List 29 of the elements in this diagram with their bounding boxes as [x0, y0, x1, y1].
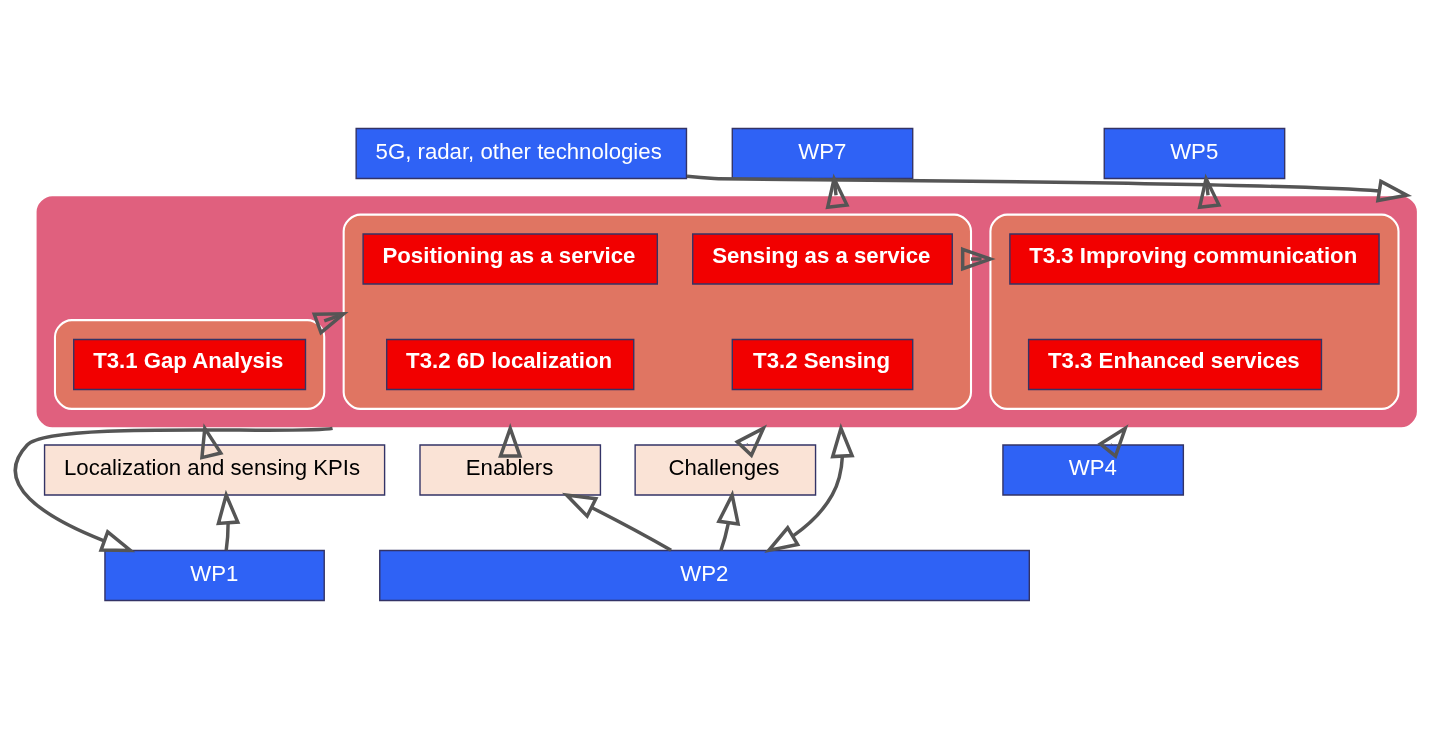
- arrow: [825, 173, 850, 210]
- arrow: [686, 174, 1412, 203]
- node-box: WP2: [379, 549, 1030, 602]
- arrow: [716, 489, 741, 551]
- arrow: [1197, 173, 1222, 210]
- arrow: [1097, 424, 1129, 459]
- arrow: [764, 423, 855, 554]
- node-box: T3.2 Sensing: [731, 338, 914, 391]
- node-box: WP5: [1103, 127, 1286, 180]
- arrow: [960, 246, 996, 272]
- cluster: [342, 213, 973, 410]
- node-box: T3.1 Gap Analysis: [73, 338, 307, 391]
- node-box: T3.3 Improving communication: [1009, 233, 1380, 285]
- arrow: [498, 423, 523, 458]
- cluster: [34, 194, 1419, 430]
- cluster: [53, 319, 326, 410]
- arrow: [199, 423, 224, 460]
- arrow: [561, 492, 672, 552]
- node-box: WP7: [731, 127, 914, 180]
- node-box: WP1: [104, 549, 325, 602]
- node-box: T3.2 6D localization: [386, 338, 635, 391]
- arrow: [734, 424, 768, 459]
- arrow: [216, 489, 241, 551]
- node-box: Positioning as a service: [362, 233, 659, 285]
- node-box: Sensing as a service: [692, 233, 953, 285]
- node-box: T3.3 Enhanced services: [1027, 338, 1323, 391]
- arrow: [13, 426, 333, 553]
- node-box: 5G, radar, other technologies: [355, 127, 688, 180]
- cluster: [989, 213, 1400, 410]
